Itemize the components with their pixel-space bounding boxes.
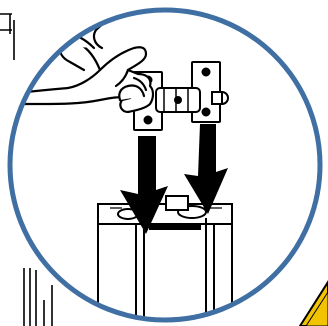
warning-triangle-icon	[300, 282, 328, 326]
